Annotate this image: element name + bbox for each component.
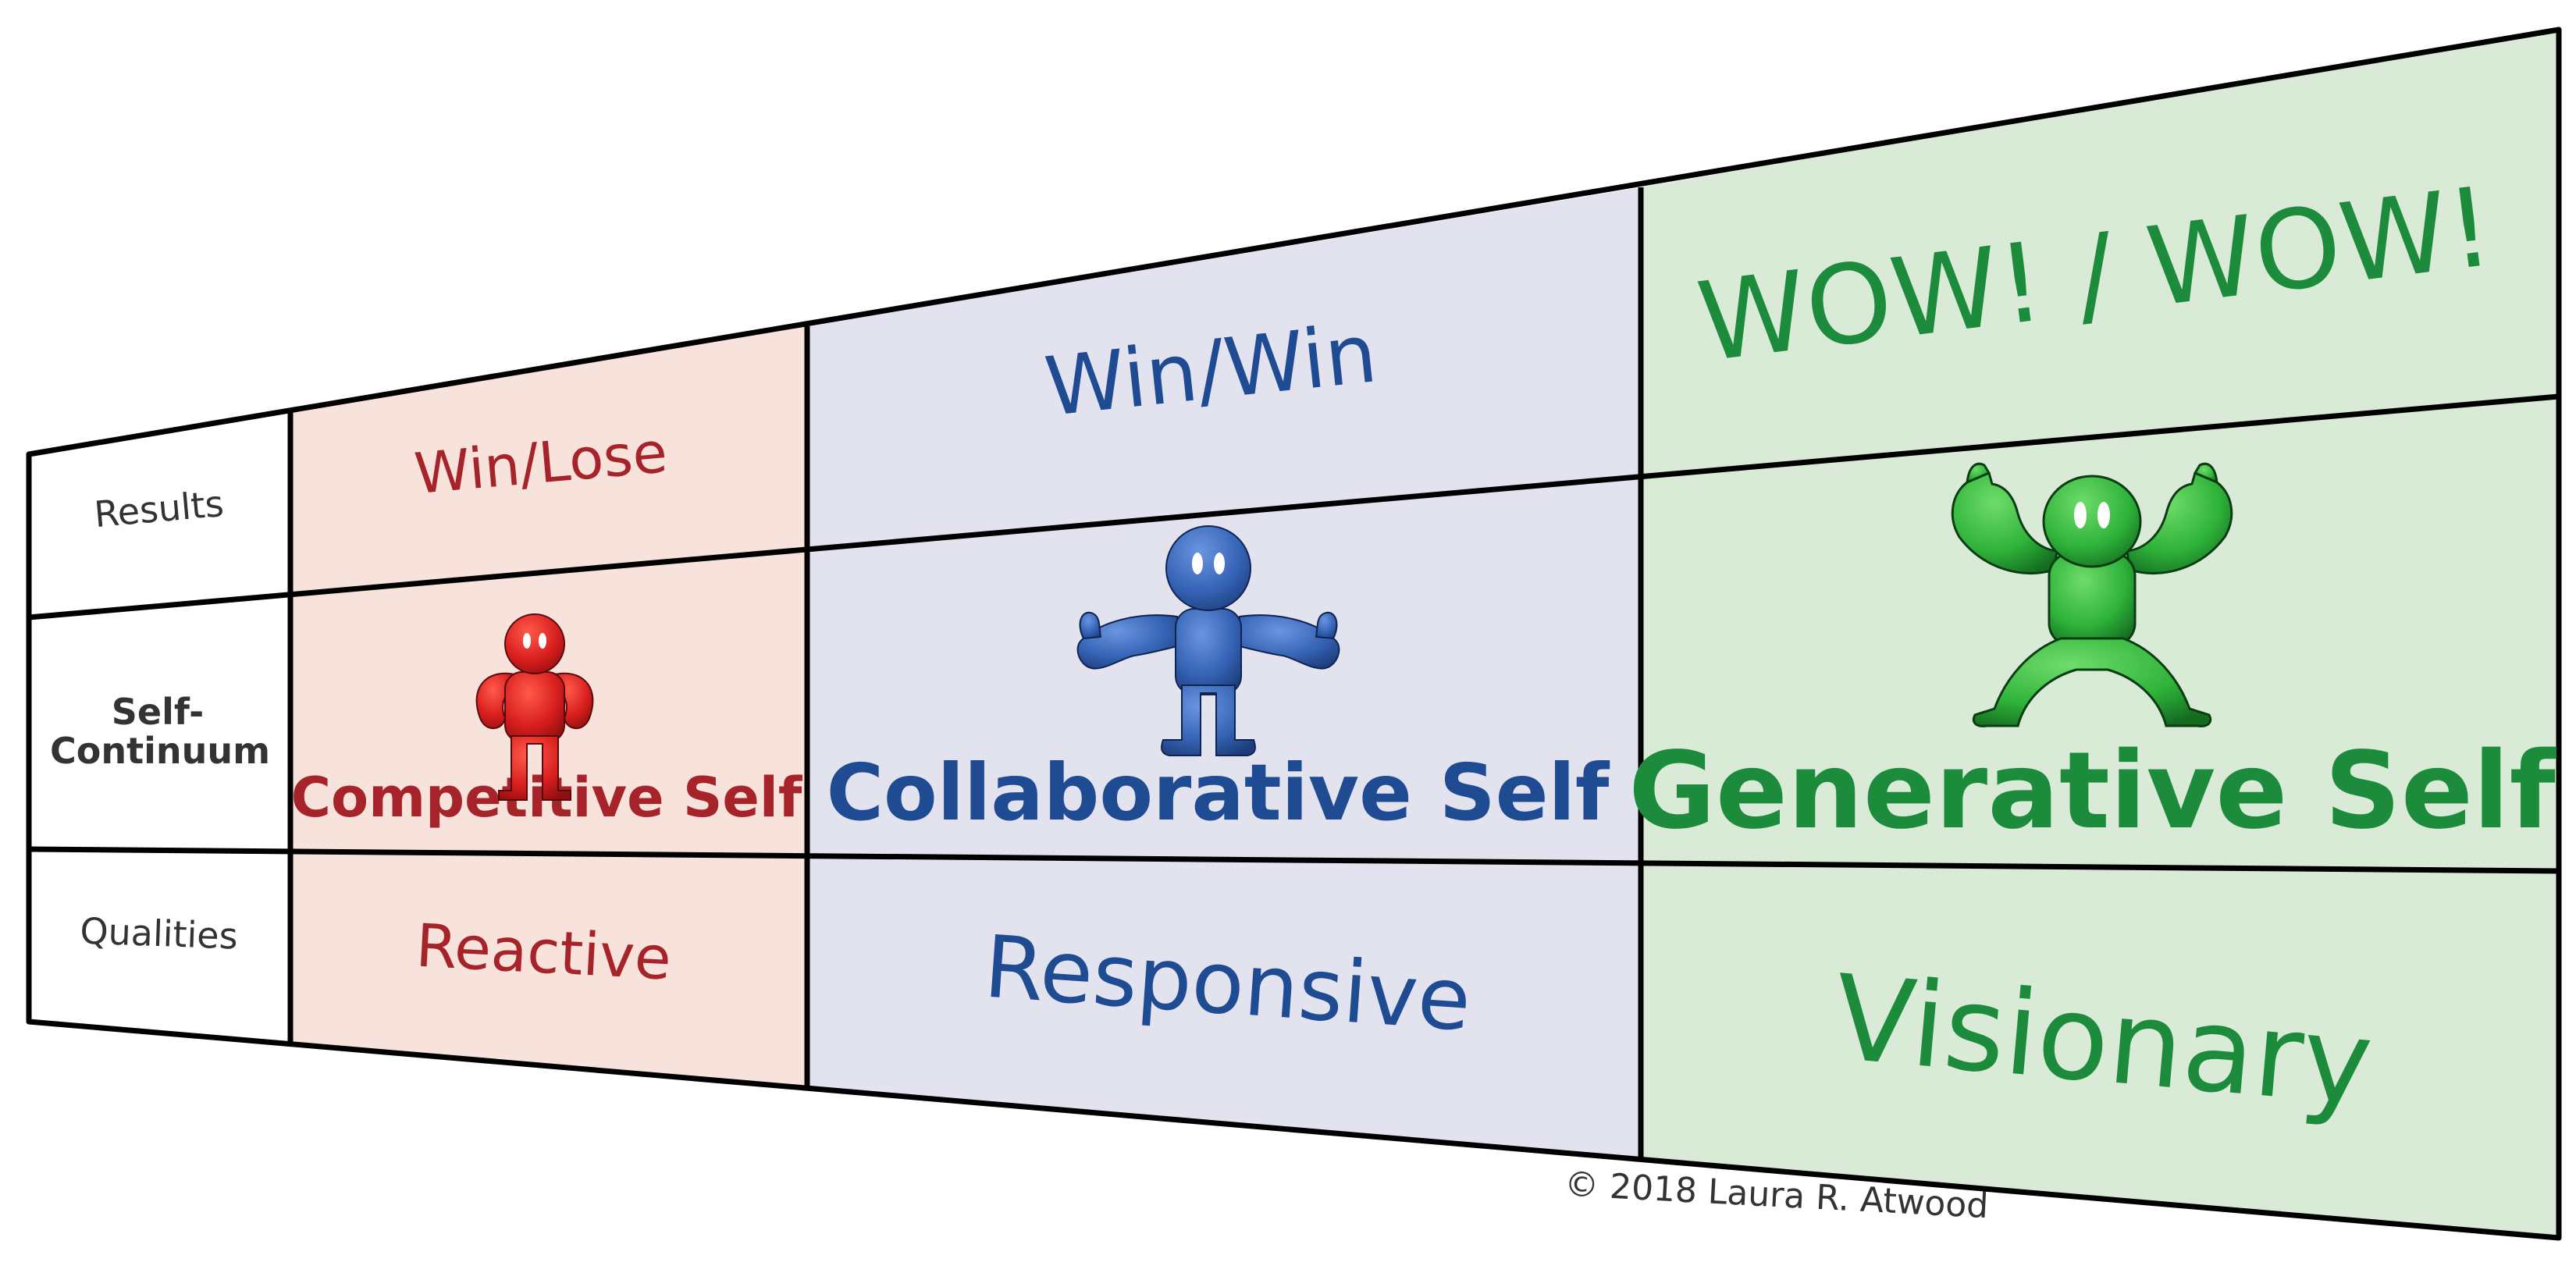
competitive-qualities-text: Reactive <box>415 911 673 994</box>
row-label-self-line2: Continuum <box>50 730 270 772</box>
red-competitive-figure-icon <box>475 613 594 801</box>
row-label-self-line1: Self- <box>112 691 204 733</box>
row-label-qualities: Qualities <box>80 909 239 957</box>
collaborative-self-title: Collaborative Self <box>827 747 1610 838</box>
green-generative-figure-icon <box>1951 462 2233 727</box>
blue-collaborative-figure-icon <box>1076 525 1340 756</box>
generative-self-title: Generative Self <box>1628 730 2556 853</box>
label-column-background <box>29 411 290 1043</box>
table-grid <box>26 27 2562 1241</box>
